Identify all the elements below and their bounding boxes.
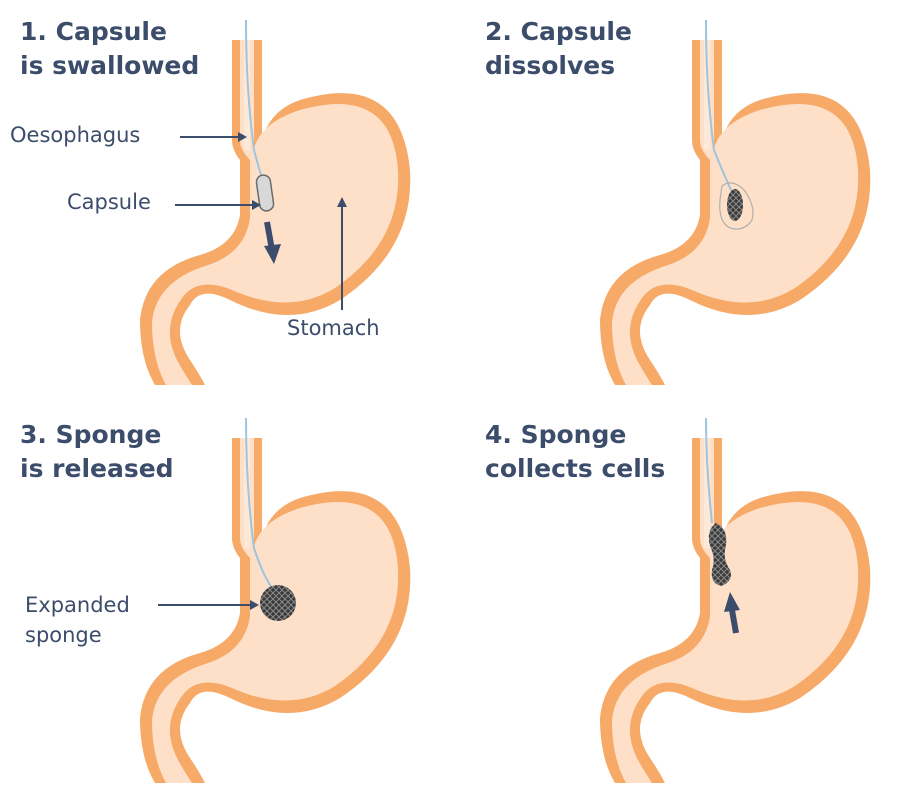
stomach-diagram-3 [140,417,411,783]
panel-3-title: 3. Sponge is released [20,420,174,483]
panel-2: 2. Capsule dissolves [460,0,920,397]
capsule-icon [255,174,275,212]
panel-1: 1. Capsule is swallowed Oesophagus Capsu… [0,0,460,397]
stomach-label: Stomach [287,316,380,340]
expanded-sponge-label: Expanded sponge [25,593,130,647]
panel-2-title: 2. Capsule dissolves [485,17,632,80]
oesophagus-label: Oesophagus [10,123,141,147]
expanded-sponge-icon [260,585,296,621]
dissolving-capsule-icon [719,182,754,230]
panel-4-title: 4. Sponge collects cells [485,420,666,483]
stomach-diagram-2 [600,19,871,385]
up-arrow-icon [729,609,739,634]
stomach-diagram-1 [140,19,411,385]
compressed-sponge-icon [708,523,731,586]
panel-4: 4. Sponge collects cells [460,398,920,795]
stomach-diagram-4 [600,417,871,783]
capsule-label: Capsule [67,190,151,214]
panel-3: 3. Sponge is released Expanded sponge [0,398,460,795]
panel-1-title: 1. Capsule is swallowed [20,17,200,80]
sponge-icon [727,189,743,221]
